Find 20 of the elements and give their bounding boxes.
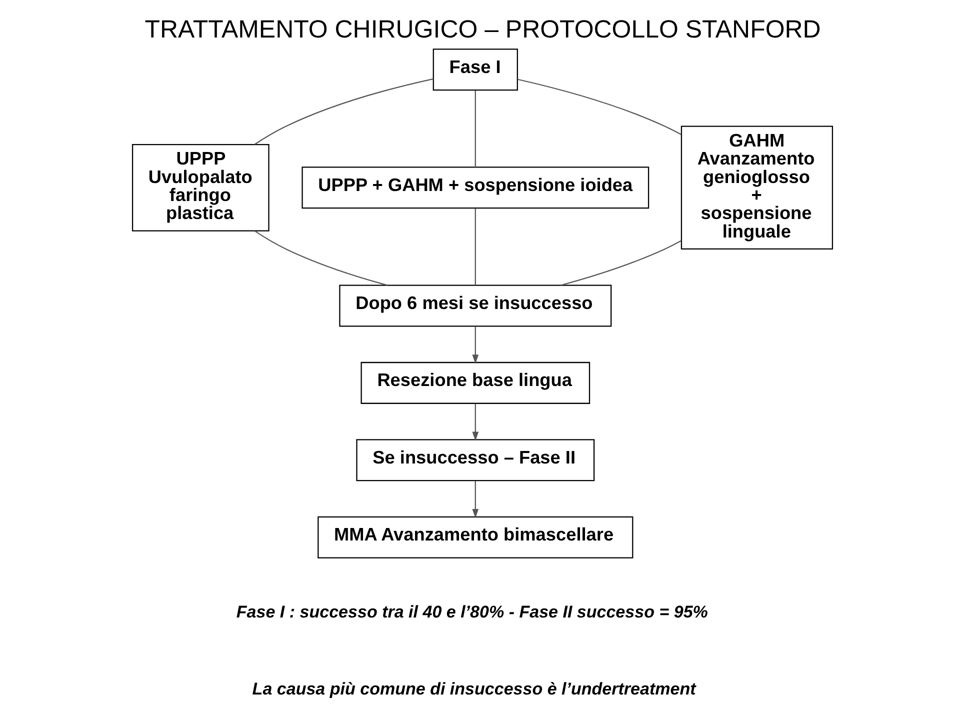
node-box: Se insuccesso – Fase II — [356, 439, 595, 482]
connector — [474, 208, 476, 286]
arrow — [472, 480, 479, 518]
connector — [254, 230, 388, 286]
arrow — [472, 326, 479, 364]
connector — [254, 78, 434, 145]
node-box: UPPP Uvulopalato faringo plastica — [132, 144, 270, 232]
label: La causa più comune di insuccesso è l’undertreatment — [252, 680, 696, 699]
connector — [518, 78, 682, 136]
node-box: UPPP + GAHM + sospensione ioidea — [302, 166, 650, 209]
node-box: Fase I — [432, 48, 518, 91]
node-box: Dopo 6 mesi se insuccesso — [339, 284, 612, 327]
diagram-title: TRATTAMENTO CHIRUGICO – PROTOCOLLO STANFORD — [144, 15, 821, 44]
connector — [474, 90, 476, 168]
connector — [560, 240, 682, 286]
arrow — [472, 404, 479, 441]
node-box: GAHM Avanzamento genioglosso + sospensione linguale — [680, 126, 834, 250]
node-box: Resezione base lingua — [360, 362, 590, 404]
label: Fase I : successo tra il 40 e l’80% - Fase II successo = 95% — [236, 602, 708, 622]
node-box: MMA Avanzamento bimascellare — [318, 516, 634, 558]
